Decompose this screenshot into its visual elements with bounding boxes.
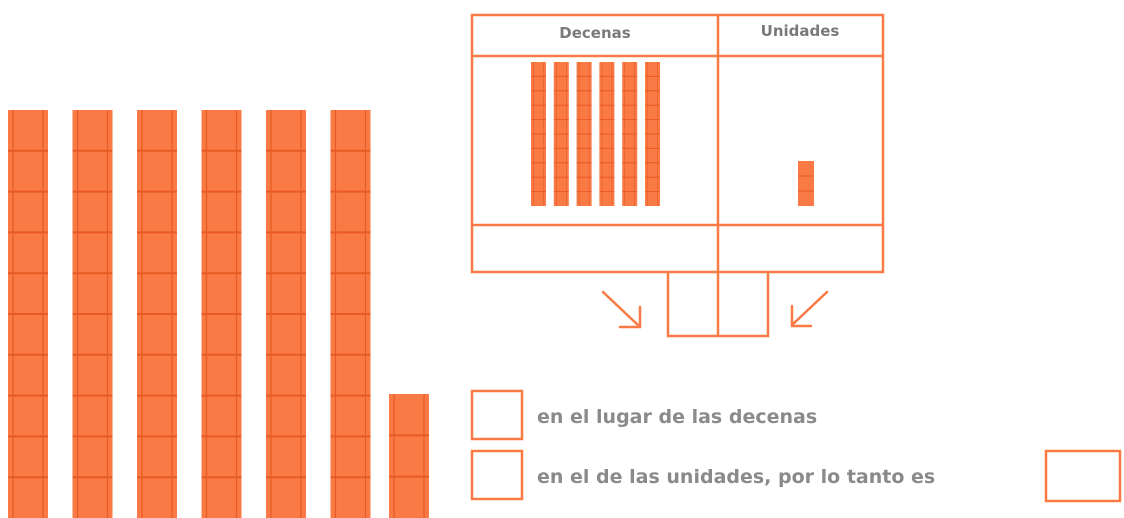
arrow-left-down-icon [790, 290, 829, 328]
chart-frame [470, 13, 885, 274]
tens-count-input[interactable] [470, 389, 524, 441]
arrow-right-down-icon [601, 290, 642, 329]
units-answer-cell[interactable] [719, 227, 882, 271]
total-number-input[interactable] [1044, 449, 1122, 503]
combined-number-boxes [666, 272, 770, 338]
base-ten-blocks [8, 110, 429, 518]
statement-line-1: en el lugar de las decenas [537, 406, 817, 428]
chart-units-cubes [798, 161, 814, 206]
statement-line-2: en el de las unidades, por lo tanto es [537, 466, 935, 488]
units-header: Unidades [761, 22, 840, 40]
units-count-input[interactable] [470, 449, 524, 501]
tens-answer-cell[interactable] [474, 227, 717, 271]
unit-cube [389, 394, 429, 518]
chart-tens-rods [531, 62, 660, 206]
tens-header: Decenas [559, 24, 630, 42]
chart-unit-cube [798, 161, 814, 206]
place-value-chart [470, 13, 885, 274]
